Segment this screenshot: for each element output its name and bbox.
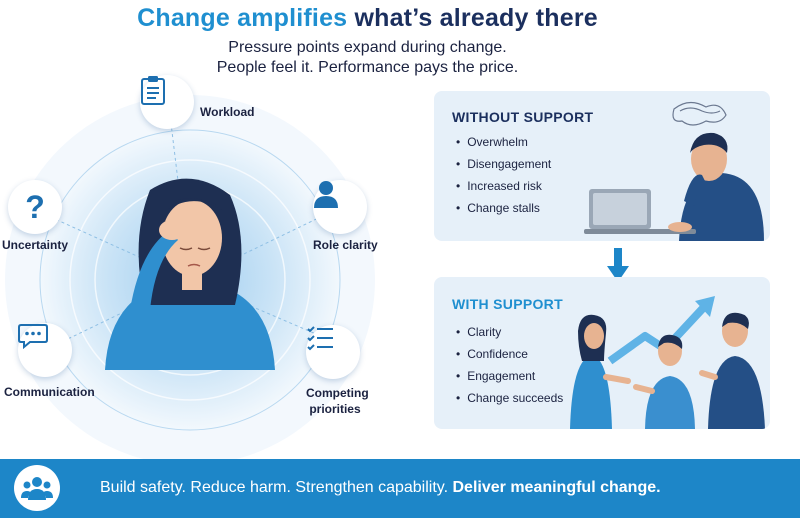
list-item: Engagement bbox=[456, 365, 563, 387]
arrow-down-icon bbox=[607, 248, 629, 289]
workload-label: Workload bbox=[200, 105, 255, 119]
footer-text-regular: Build safety. Reduce harm. Strengthen ca… bbox=[100, 479, 449, 496]
without-support-heading: WITHOUT SUPPORT bbox=[452, 109, 594, 125]
with-support-list: Clarity Confidence Engagement Change suc… bbox=[456, 321, 563, 409]
list-item: Confidence bbox=[456, 343, 563, 365]
role-clarity-label: Role clarity bbox=[313, 238, 378, 252]
stressed-man-at-laptop-illustration bbox=[584, 101, 764, 241]
stressed-woman-figure bbox=[105, 178, 275, 370]
communication-label: Communication bbox=[4, 385, 95, 399]
concentric-circles-illustration bbox=[5, 95, 375, 460]
list-item: Disengagement bbox=[456, 153, 551, 175]
question-icon: ? bbox=[8, 180, 62, 234]
without-support-list: Overwhelm Disengagement Increased risk C… bbox=[456, 131, 551, 219]
supportive-team-illustration bbox=[570, 296, 765, 429]
subtitle-line-1: Pressure points expand during change. bbox=[228, 39, 507, 56]
person-icon bbox=[313, 180, 367, 234]
list-item: Change succeeds bbox=[456, 387, 563, 409]
checklist-icon bbox=[306, 325, 360, 379]
team-icon bbox=[14, 465, 60, 511]
with-support-heading: WITH SUPPORT bbox=[452, 296, 563, 312]
title-part-2: what’s already there bbox=[354, 4, 598, 32]
uncertainty-label: Uncertainty bbox=[2, 238, 69, 252]
competing-line-1: Competing bbox=[306, 386, 369, 400]
footer-banner: Build safety. Reduce harm. Strengthen ca… bbox=[0, 459, 800, 518]
page-title: Change amplifies what’s already there bbox=[0, 4, 735, 33]
list-item: Increased risk bbox=[456, 175, 551, 197]
chat-icon bbox=[18, 323, 72, 377]
with-support-panel: WITH SUPPORT Clarity Confidence Engageme… bbox=[434, 277, 770, 429]
footer-text-bold: Deliver meaningful change. bbox=[452, 479, 661, 496]
competing-priorities-label: Competing priorities bbox=[306, 385, 369, 417]
competing-line-2: priorities bbox=[309, 402, 361, 416]
clipboard-icon bbox=[140, 75, 194, 129]
pressure-points-diagram: Workload Role clarity ? Uncertainty Comm… bbox=[0, 70, 420, 460]
page-subtitle: Pressure points expand during change. Pe… bbox=[0, 38, 735, 78]
footer-message: Build safety. Reduce harm. Strengthen ca… bbox=[100, 479, 661, 497]
list-item: Change stalls bbox=[456, 197, 551, 219]
list-item: Clarity bbox=[456, 321, 563, 343]
title-part-1: Change amplifies bbox=[137, 4, 348, 32]
subtitle-line-2: People feel it. Performance pays the pri… bbox=[216, 59, 519, 76]
list-item: Overwhelm bbox=[456, 131, 551, 153]
without-support-panel: WITHOUT SUPPORT Overwhelm Disengagement … bbox=[434, 91, 770, 241]
